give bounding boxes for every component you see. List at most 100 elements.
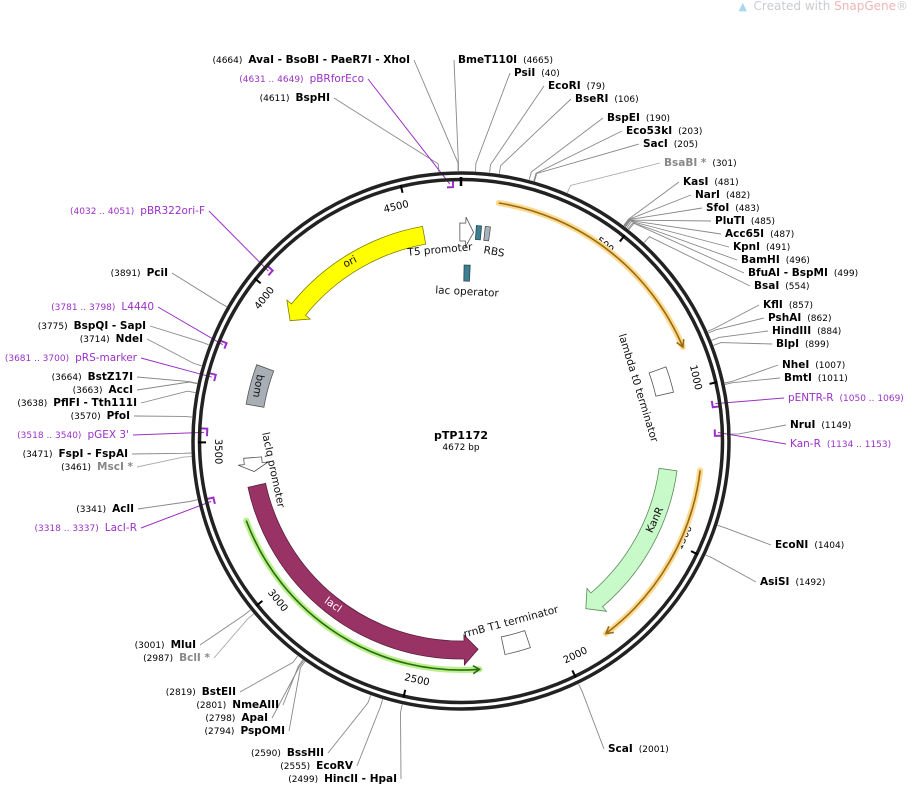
primer-label[interactable]: (4032 .. 4051)pBR322ori-F (70, 204, 205, 218)
enzyme-label[interactable]: BseRI(106) (575, 92, 639, 106)
enzyme-label[interactable]: (4664)AvaI - BsoBI - PaeR7I - XhoI (212, 53, 410, 67)
enzyme-leader-line (400, 704, 403, 780)
primer-binding-mark[interactable] (446, 181, 455, 189)
primer-binding-mark[interactable] (713, 429, 721, 437)
primer-label[interactable]: (3318 .. 3337)LacI-R (34, 521, 137, 535)
enzyme-label[interactable]: (2590)BssHII (251, 746, 324, 760)
enzyme-label[interactable]: BlpI(899) (776, 337, 829, 351)
kanr-feature[interactable] (585, 467, 678, 612)
primer-binding-mark[interactable] (201, 427, 209, 437)
enzyme-label[interactable]: (2794)PspOMI (205, 724, 286, 738)
enzyme-label[interactable]: (3001)MluI (135, 638, 196, 652)
orf-arc[interactable] (498, 202, 684, 348)
enzyme-label[interactable]: (3471)FspI - FspAI (23, 447, 128, 461)
enzyme-label[interactable]: KpnI(491) (733, 240, 790, 254)
enzyme-label[interactable]: (3638)PflFI - Tth111I (17, 396, 137, 410)
enzyme-position: (2590) (250, 749, 281, 759)
scale-tick-label: 4500 (383, 199, 410, 216)
primer-label[interactable]: (3781 .. 3798)L4440 (51, 300, 154, 314)
ori-feature[interactable] (286, 225, 427, 322)
t5-promoter-feature[interactable] (459, 216, 475, 248)
enzyme-label[interactable]: (2555)EcoRV (280, 759, 353, 773)
lac-operator-feature[interactable] (463, 264, 471, 282)
enzyme-label[interactable]: PshAI(862) (768, 311, 831, 325)
enzyme-label[interactable]: ScaI(2001) (608, 742, 669, 756)
enzyme-label[interactable]: (2798)ApaI (205, 711, 268, 725)
bom-feature[interactable] (245, 364, 275, 408)
enzyme-label[interactable]: (3341)AclI (76, 502, 134, 516)
primer-range: (1050 .. 1069) (839, 394, 904, 404)
enzyme-label[interactable]: Eco53kI(203) (626, 124, 702, 138)
enzyme-name: NarI (695, 189, 720, 201)
enzyme-label[interactable]: Acc65I(487) (725, 227, 794, 241)
primer-label[interactable]: Kan-R(1134 .. 1153) (790, 437, 891, 451)
enzyme-label[interactable]: (2987)BclI * (143, 651, 210, 665)
laciq-promoter-feature[interactable] (238, 456, 269, 472)
enzyme-leader-line (705, 554, 757, 583)
primer-binding-mark[interactable] (710, 400, 719, 409)
primer-name: pBR322ori-F (140, 205, 205, 217)
orf-arc[interactable] (245, 520, 480, 671)
enzyme-label[interactable]: SacI(205) (643, 137, 698, 151)
scale-tick (690, 550, 699, 556)
enzyme-label[interactable]: NarI (482) (695, 188, 750, 202)
enzyme-name: FspI - FspAI (58, 448, 129, 460)
enzyme-label[interactable]: (4611)BspHI (260, 91, 330, 105)
enzyme-label[interactable]: BspEI(190) (607, 111, 670, 125)
enzyme-label[interactable]: BmeT110I(4665) (458, 53, 553, 67)
enzyme-label[interactable]: (3775)BspQI - SapI (38, 319, 146, 333)
enzyme-name: MluI (170, 639, 196, 651)
primer-binding-mark[interactable] (220, 339, 228, 349)
primer-range: (3681 .. 3700) (4, 354, 70, 364)
orf-arc[interactable] (605, 470, 701, 635)
primer-binding-mark[interactable] (207, 496, 216, 505)
enzyme-label[interactable]: PsiI(40) (514, 66, 560, 80)
enzyme-label[interactable]: (2801)NmeAIII (196, 698, 279, 712)
enzyme-label[interactable]: PluTI(485) (715, 214, 775, 228)
primer-binding-mark[interactable] (209, 372, 218, 382)
rbs-feature[interactable] (483, 225, 491, 242)
primer-binding-mark[interactable] (267, 265, 275, 277)
enzyme-position: (554) (785, 282, 810, 292)
snapgene-logo-icon: ▲ (738, 0, 748, 13)
enzyme-label[interactable]: KflI(857) (763, 298, 813, 312)
enzyme-label[interactable]: HindIII(884) (772, 324, 841, 338)
primer-label[interactable]: (3518 .. 3540)pGEX 3' (17, 428, 129, 442)
enzyme-position: (106) (614, 95, 639, 105)
enzyme-leader-line (711, 330, 769, 341)
enzyme-label[interactable]: BsaI(554) (754, 279, 809, 293)
primer-label[interactable]: (3681 .. 3700)pRS-marker (5, 351, 137, 365)
enzyme-leader-line (566, 162, 661, 193)
feature-feature[interactable] (474, 225, 483, 241)
backbone-outer-strand (191, 171, 731, 711)
enzyme-label[interactable]: (3570)PfoI (71, 409, 130, 423)
enzyme-label[interactable]: EcoRI(79) (548, 79, 605, 93)
enzyme-label[interactable]: (3663)AccI (73, 383, 133, 397)
laci-feature[interactable] (247, 482, 479, 667)
enzyme-label[interactable]: (3714)NdeI (80, 332, 143, 346)
enzyme-position: (3714) (79, 335, 110, 345)
enzyme-position: (482) (725, 191, 751, 201)
rrnb-t1-terminator-feature[interactable] (500, 630, 531, 655)
enzyme-label[interactable]: BfuAI - BspMI(499) (748, 266, 858, 280)
primer-label[interactable]: pENTR-R(1050 .. 1069) (788, 391, 904, 405)
enzyme-label[interactable]: (3891)PciI (111, 266, 168, 280)
enzyme-label[interactable]: BamHI(496) (741, 253, 810, 267)
enzyme-label[interactable]: SfoI(483) (706, 201, 759, 215)
enzyme-label[interactable]: KasI(481) (683, 175, 739, 189)
primer-label[interactable]: (4631 .. 4649)pBRforEco (239, 72, 364, 86)
enzyme-label[interactable]: NruI(1149) (790, 418, 851, 432)
enzyme-label[interactable]: AsiSI(1492) (760, 575, 825, 589)
enzyme-label[interactable]: (3664)BstZ17I (52, 370, 133, 384)
enzyme-label[interactable]: NheI(1007) (782, 358, 845, 372)
enzyme-label[interactable]: BmtI(1011) (784, 371, 848, 385)
enzyme-name: AccI (108, 384, 133, 396)
enzyme-label[interactable]: EcoNI(1404) (775, 538, 844, 552)
primer-leader-line (208, 210, 269, 272)
enzyme-label[interactable]: BsaBI *(301) (664, 156, 737, 170)
enzyme-label[interactable]: (3461)MscI * (61, 460, 133, 474)
enzyme-label[interactable]: (2819)BstEII (166, 685, 236, 699)
enzyme-label[interactable]: (2499)HincII - HpaI (288, 772, 397, 786)
lambda-t0-terminator-feature[interactable] (648, 366, 674, 397)
enzyme-position: (884) (817, 327, 842, 337)
